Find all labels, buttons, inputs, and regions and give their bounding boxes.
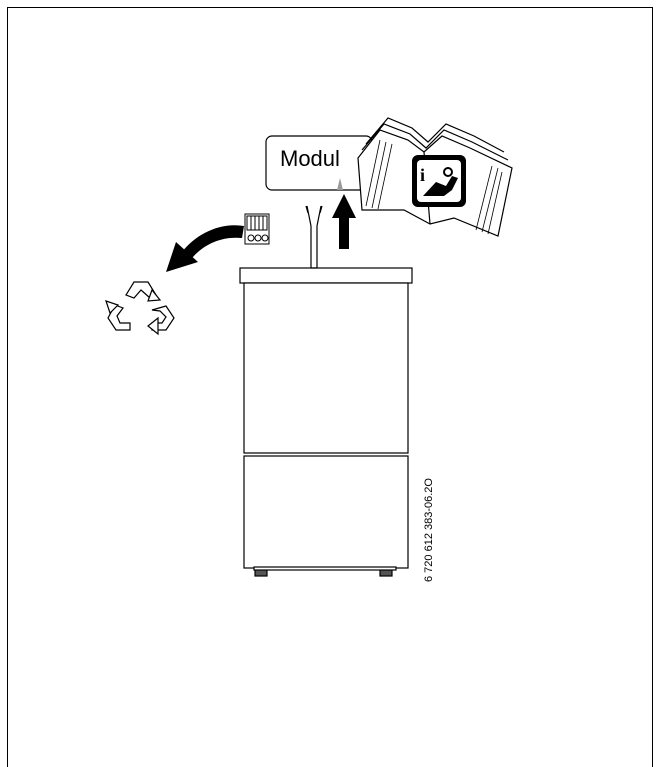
svg-text:i: i	[420, 165, 425, 185]
boiler-upper-cabinet	[243, 282, 409, 454]
module-cable	[305, 205, 323, 269]
up-arrow-icon	[332, 194, 356, 249]
old-module-icon	[244, 213, 270, 245]
info-wrench-icon: i	[412, 155, 466, 207]
boiler-base	[253, 566, 397, 571]
small-up-arrow	[337, 178, 343, 190]
figure-code: 6 720 612 383-06.2O	[423, 478, 435, 582]
boiler-lower-cabinet	[243, 455, 409, 569]
module-label-box: Modul	[265, 135, 373, 191]
boiler-unit	[239, 267, 413, 577]
module-label: Modul	[280, 146, 340, 171]
diagram-frame	[7, 7, 653, 767]
boiler-top-plate	[239, 267, 413, 284]
recycling-icon	[105, 281, 175, 336]
curved-arrow-icon	[166, 225, 244, 272]
